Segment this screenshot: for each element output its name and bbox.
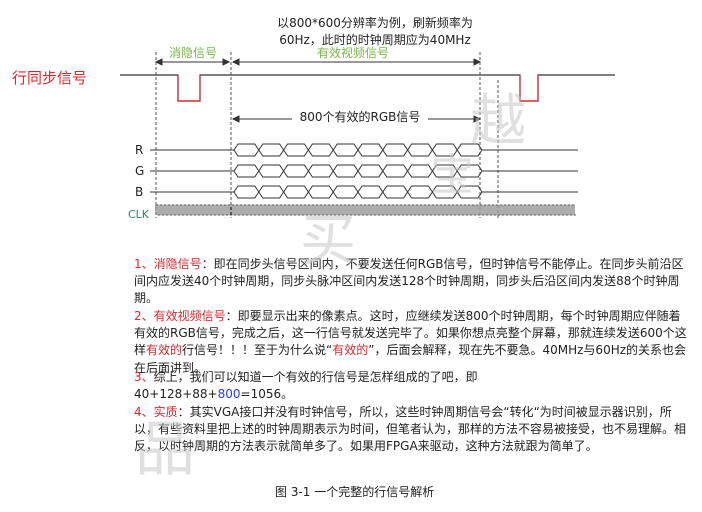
note-2-text-a: ：即要显示出来的像素点。这时，应继续发送800个时钟周期，每个时钟周期应伴随着有… (134, 309, 687, 358)
clock-label: CLK (128, 208, 150, 221)
hsync-label: 行同步信号 (12, 69, 87, 87)
note-4-number: 4、 (134, 405, 154, 419)
note-2-number: 2、 (134, 309, 154, 323)
arrowhead (473, 58, 482, 66)
hsync-pulse-highlight (177, 75, 539, 102)
note-2-highlight-2: 有效的 (332, 343, 369, 358)
note-4-text: ：其实VGA接口并没有时钟信号，所以，这些时钟周期信号会“转化“为时间被显示器识… (134, 405, 687, 454)
clock-pulse-train (155, 204, 576, 216)
active-video-label: 有效视频信号 (317, 45, 389, 60)
arrowhead (473, 115, 482, 123)
arrowhead (154, 58, 163, 66)
arrowhead (222, 58, 231, 66)
note-3-formula-c: =1056。 (240, 387, 294, 402)
rgb-channel-waveform (150, 185, 578, 199)
diagram-header-line2: 60Hz，此时的时钟周期应为40MHz (279, 32, 471, 47)
clock-waveform (155, 204, 576, 216)
note-3-formula-a: 40+128+88+ (134, 387, 218, 402)
note-2-text-b: 行信号！！！至于为什么说“ (182, 343, 333, 358)
rgb-waveforms (150, 143, 578, 199)
note-4-key: 实质 (153, 405, 178, 419)
channel-r-label: R (135, 143, 143, 157)
rgb-channel-waveform (150, 143, 578, 157)
note-2: 2、有效视频信号：即要显示出来的像素点。这时，应继续发送800个时钟周期，每个时… (134, 308, 690, 377)
rgb-label-bg (292, 108, 428, 124)
note-2-key: 有效视频信号 (153, 309, 226, 323)
figure-caption: 图 3-1 一个完整的行信号解析 (275, 485, 435, 499)
hsync-waveform (120, 74, 615, 102)
note-1-text: ：即在同步头信号区间内，不要发送任何RGB信号，但时钟信号不能停止。在同步头前沿… (134, 257, 684, 306)
note-1-key: 消隐信号 (153, 257, 202, 271)
note-4: 4、实质：其实VGA接口并没有时钟信号，所以，这些时钟周期信号会“转化“为时间被… (134, 404, 690, 456)
arrowhead (231, 115, 240, 123)
timing-diagram: 以800*600分辨率为例，刷新频率为 60Hz，此时的时钟周期应为40MHz … (12, 15, 615, 221)
note-2-text-c: ”，后面会解释，现在先不要急。40MHz与60Hz的关系也会在后面讲到。 (134, 343, 687, 375)
note-3-number: 3、 (134, 370, 154, 384)
diagram-header-line1: 以800*600分辨率为例，刷新频率为 (277, 15, 473, 30)
note-3: 3、综上，我们可以知道一个有效的行信号是怎样组成的了吧，即 40+128+88+8… (134, 369, 690, 403)
channel-g-label: G (135, 164, 144, 178)
channel-b-label: B (135, 185, 143, 199)
note-3-text: 综上，我们可以知道一个有效的行信号是怎样组成的了吧，即 (153, 370, 478, 384)
blanking-label: 消隐信号 (169, 46, 217, 60)
note-1-number: 1、 (134, 257, 154, 271)
rgb-span-label: 800个有效的RGB信号 (300, 109, 421, 124)
arrowhead (231, 58, 240, 66)
note-3-formula-highlight: 800 (217, 387, 241, 402)
note-2-highlight-1: 有效的 (146, 343, 183, 358)
rgb-channel-waveform (150, 164, 578, 178)
note-1: 1、消隐信号：即在同步头信号区间内，不要发送任何RGB信号，但时钟信号不能停止。… (134, 256, 690, 308)
